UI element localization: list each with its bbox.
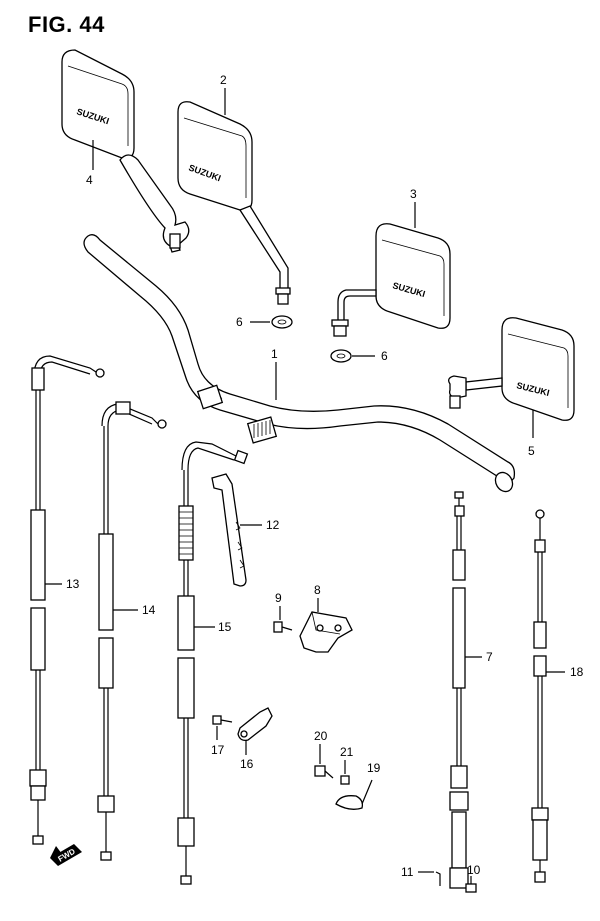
callout-4: 4	[86, 140, 94, 187]
cable-part-15[interactable]	[177, 441, 249, 885]
svg-text:5: 5	[528, 444, 535, 458]
svg-text:7: 7	[486, 650, 493, 664]
callout-19: 19	[367, 761, 381, 775]
mirror-part-3[interactable]: SUZUKI	[331, 223, 451, 337]
cable-part-13[interactable]	[29, 355, 105, 845]
svg-text:6: 6	[381, 349, 388, 363]
mirror-part-4[interactable]: SUZUKI	[61, 49, 190, 253]
pin-part-11[interactable]	[435, 871, 441, 886]
svg-text:14: 14	[142, 603, 156, 617]
svg-text:1: 1	[271, 347, 278, 361]
svg-text:8: 8	[314, 583, 321, 597]
callout-8: 8	[314, 583, 321, 612]
mirror-part-5[interactable]: SUZUKI	[448, 317, 575, 421]
bolt-part-9[interactable]	[273, 621, 293, 633]
svg-text:16: 16	[240, 757, 254, 771]
cable-part-14[interactable]	[97, 401, 167, 861]
svg-text:20: 20	[314, 729, 328, 743]
callout-2: 2	[220, 73, 227, 115]
callout-16: 16	[240, 740, 254, 771]
svg-text:13: 13	[66, 577, 80, 591]
svg-text:10: 10	[467, 863, 481, 877]
bolt-part-20[interactable]	[314, 765, 334, 779]
callout-9: 9	[275, 591, 282, 620]
svg-text:19: 19	[367, 761, 381, 775]
callout-1: 1	[271, 347, 278, 400]
svg-text:3: 3	[410, 187, 417, 201]
callout-14: 14	[113, 603, 156, 617]
callout-15: 15	[194, 620, 232, 634]
callout-13: 13	[45, 577, 80, 591]
svg-text:9: 9	[275, 591, 282, 605]
cable-tie-part-19[interactable]	[335, 779, 373, 810]
clamp-part-16[interactable]	[237, 707, 273, 742]
callout-17: 17	[211, 726, 225, 757]
callout-12: 12	[240, 518, 280, 532]
cable-guide-part-12[interactable]	[211, 473, 247, 587]
svg-text:15: 15	[218, 620, 232, 634]
svg-text:12: 12	[266, 518, 280, 532]
svg-text:21: 21	[340, 745, 354, 759]
figure-title: FIG. 44	[28, 12, 105, 37]
mirror-part-2[interactable]: SUZUKI	[177, 101, 291, 305]
svg-text:2: 2	[220, 73, 227, 87]
screw-part-17[interactable]	[212, 715, 233, 725]
callout-10: 10	[467, 863, 481, 877]
screw-part-10[interactable]	[465, 876, 477, 893]
callout-11: 11	[401, 865, 434, 879]
svg-text:11: 11	[401, 865, 414, 879]
washer-part-6-upper[interactable]	[271, 315, 293, 329]
forward-direction-arrow: FWD	[50, 844, 82, 866]
callout-7: 7	[465, 650, 493, 664]
svg-text:6: 6	[236, 315, 243, 329]
callout-18: 18	[546, 665, 584, 679]
callout-6-lower: 6	[352, 349, 388, 363]
handlebar-part-1[interactable]	[83, 234, 516, 495]
cable-part-18[interactable]	[531, 509, 549, 883]
svg-text:17: 17	[211, 743, 225, 757]
callout-5: 5	[528, 410, 535, 458]
cable-part-7[interactable]	[449, 491, 469, 889]
bracket-part-8[interactable]	[299, 611, 353, 653]
callout-20: 20	[314, 729, 328, 764]
svg-text:18: 18	[570, 665, 584, 679]
nut-part-21[interactable]	[340, 775, 350, 785]
callout-21: 21	[340, 745, 354, 774]
callout-3: 3	[410, 187, 417, 228]
callout-6-upper: 6	[236, 315, 270, 329]
washer-part-6-lower[interactable]	[330, 349, 352, 363]
svg-text:4: 4	[86, 173, 93, 187]
